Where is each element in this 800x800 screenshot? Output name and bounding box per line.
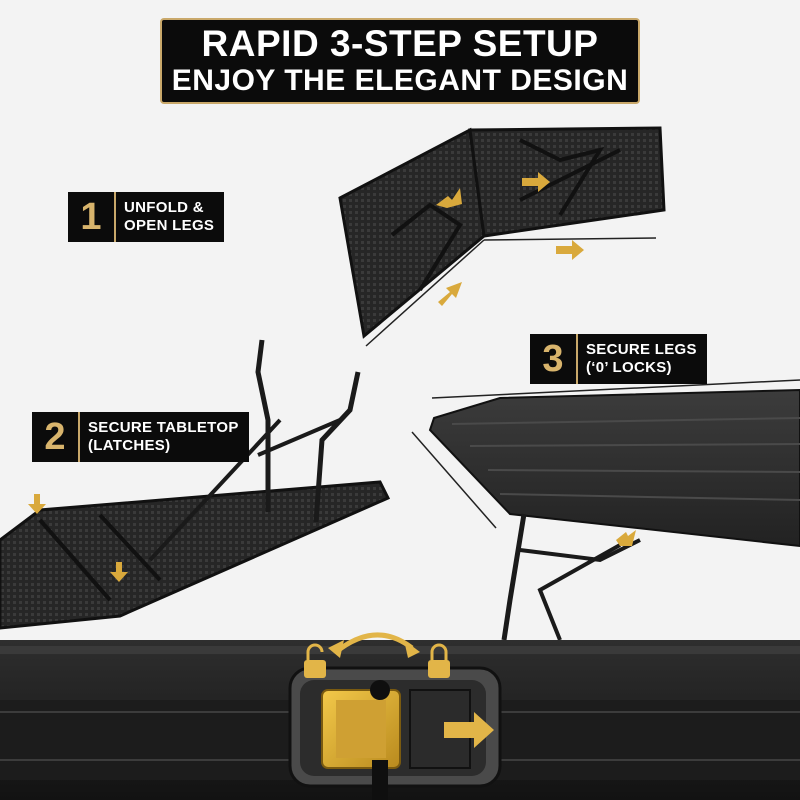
step-3-number: 3	[530, 334, 578, 384]
step-2-line2: (LATCHES)	[88, 437, 171, 454]
step-1-number: 1	[68, 192, 116, 242]
folding-table-step3	[411, 379, 800, 641]
banner-subtitle: ENJOY THE ELEGANT DESIGN	[171, 64, 629, 97]
folding-table-step1	[338, 126, 666, 347]
step-1-label: 1 UNFOLD & OPEN LEGS	[68, 192, 225, 242]
folding-table-step2	[0, 339, 391, 630]
step-3-label: 3 SECURE LEGS (‘0’ LOCKS)	[530, 334, 707, 384]
step-2-label: 2 SECURE TABLETOP (LATCHES)	[32, 412, 249, 462]
step-1-line2: OPEN LEGS	[124, 217, 215, 234]
swap-arrow-icon	[328, 632, 420, 658]
unlocked-padlock-icon	[304, 643, 326, 678]
slide-arrow-icon	[444, 712, 494, 748]
step-2-line1: SECURE TABLETOP	[88, 419, 239, 436]
banner-title: RAPID 3-STEP SETUP	[201, 23, 599, 64]
locked-padlock-icon	[428, 643, 450, 678]
latch-arrow-icon	[28, 494, 128, 582]
title-banner: RAPID 3-STEP SETUP ENJOY THE ELEGANT DES…	[160, 18, 640, 104]
hinge-closeup	[0, 640, 800, 800]
step-3-line2: (‘0’ LOCKS)	[586, 359, 672, 376]
step-1-line1: UNFOLD &	[124, 199, 204, 216]
step-2-number: 2	[32, 412, 80, 462]
step-3-line1: SECURE LEGS	[586, 341, 697, 358]
direction-arrow-icon	[436, 172, 584, 306]
lock-arrow-icon	[616, 530, 636, 546]
